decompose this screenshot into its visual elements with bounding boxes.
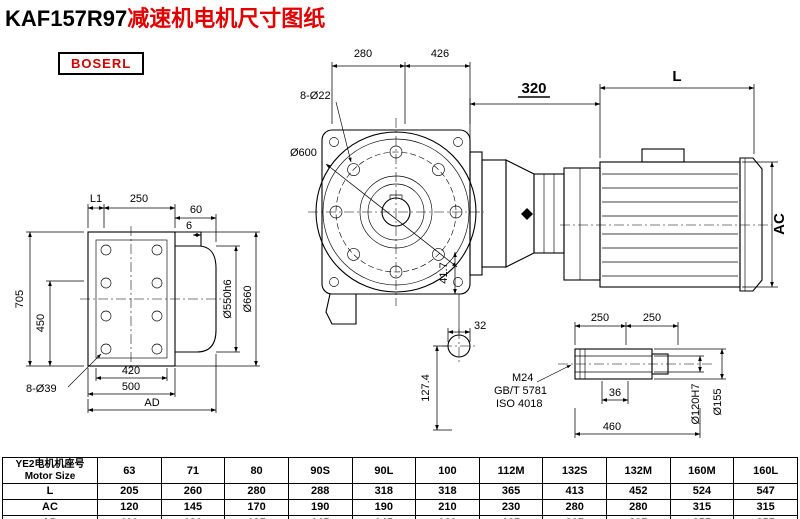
header-motor-size-cn: YE2电机机座号 [15,458,85,470]
table-row-ac: AC 120 145 170 190 190 210 230 280 280 3… [2,499,798,516]
dim-36: 36 [609,387,621,399]
table-cell: 280 [542,499,607,516]
table-cell: 315 [733,499,798,516]
table-row-l: L 205 260 280 288 318 318 365 413 452 52… [2,483,798,500]
table-cell: 318 [415,483,480,500]
title-model: KAF157R97 [5,6,128,31]
dim-426: 426 [431,48,449,60]
label-gbt-5781: GB/T 5781 [494,385,547,397]
table-cell: 190 [287,499,353,516]
table-cell: 547 [733,483,798,500]
table-cell: 110 [97,515,162,519]
col-header: 132M [606,457,671,484]
table-cell: 280 [224,483,289,500]
table-cell: 120 [97,499,162,516]
dim-127-4: 127.4 [420,374,432,402]
col-header: 160L [733,457,798,484]
front-view: Ø600 280 426 8-Ø22 41.7 [290,48,484,334]
brand-logo: BOSERL [58,52,145,75]
row-label-ad: AD [2,515,98,519]
table-cell: 452 [606,483,671,500]
table-cell: 318 [351,483,417,500]
page-title: KAF157R97减速机电机尺寸图纸 [5,1,325,33]
table-cell: 190 [351,499,417,516]
col-header: 71 [160,457,226,484]
table-cell: 205 [542,515,607,519]
table-cell: 135 [224,515,289,519]
table-cell: 255 [669,515,735,519]
hollow-shaft-detail: 250 250 M24 GB/T 5781 ISO 4018 36 460 Ø1… [494,312,726,438]
table-cell: 145 [351,515,417,519]
table-cell: 280 [606,499,671,516]
table-cell: 170 [224,499,289,516]
table-cell: 413 [542,483,607,500]
table-cell: 260 [160,483,226,500]
dim-41-7: 41.7 [438,262,450,283]
dim-250a: 250 [591,312,609,324]
col-header: 63 [97,457,162,484]
table-cell: 145 [287,515,353,519]
row-label-l: L [2,483,98,500]
dim-motor-l: L [672,68,681,85]
col-header: 112M [478,457,544,484]
dim-320: 320 [521,80,546,97]
row-label-ac: AC [2,499,98,516]
table-row-ad: AD 110 130 135 145 145 160 185 205 205 2… [2,515,798,519]
motor-side-view: 320 L AC [469,68,788,292]
left-side-view: L1 250 60 6 705 450 8-Ø39 420 500 [14,193,260,413]
header-motor-size-en: Motor Size [24,470,76,482]
dim-120h7: Ø120H7 [690,384,702,425]
table-cell: 230 [478,499,544,516]
label-iso-4018: ISO 4018 [496,398,542,410]
col-header: 100 [415,457,480,484]
table-corner-header: YE2电机机座号 Motor Size [2,457,98,484]
shaft-end-detail: 32 127.4 [420,320,486,431]
title-suffix: 减速机电机尺寸图纸 [127,6,326,31]
dim-l1: L1 [90,193,102,205]
dim-450: 450 [35,314,47,332]
dim-60: 60 [190,204,202,216]
dim-holes-8x22: 8-Ø22 [300,90,331,102]
dim-holes-8x39: 8-Ø39 [26,383,57,395]
label-m24: M24 [512,372,533,384]
dim-ad: AD [144,397,159,409]
table-cell: 185 [478,515,544,519]
dim-6: 6 [186,220,192,232]
col-header: 160M [669,457,735,484]
dim-550h6: Ø550h6 [222,279,234,318]
dim-420: 420 [122,365,140,377]
col-header: 132S [542,457,607,484]
dim-600: Ø600 [290,147,317,159]
table-cell: 160 [415,515,480,519]
dim-250b: 250 [643,312,661,324]
table-cell: 205 [606,515,671,519]
table-cell: 365 [478,483,544,500]
table-cell: 145 [160,499,226,516]
dim-460: 460 [603,421,621,433]
table-header-row: YE2电机机座号 Motor Size 63 71 80 90S 90L 100… [2,457,798,484]
dim-250: 250 [130,193,148,205]
dim-ac: AC [771,213,788,235]
dim-155: Ø155 [712,389,724,416]
col-header: 90S [287,457,353,484]
col-header: 80 [224,457,289,484]
col-header: 90L [351,457,417,484]
table-cell: 205 [97,483,162,500]
dim-500: 500 [122,381,140,393]
dim-32: 32 [474,320,486,332]
dim-705: 705 [14,290,26,308]
dim-280: 280 [354,48,372,60]
table-cell: 130 [160,515,226,519]
table-cell: 288 [287,483,353,500]
table-cell: 210 [415,499,480,516]
motor-size-table: YE2电机机座号 Motor Size 63 71 80 90S 90L 100… [2,457,798,519]
table-cell: 524 [669,483,735,500]
table-cell: 315 [669,499,735,516]
dim-660: Ø660 [242,286,254,313]
table-cell: 255 [733,515,798,519]
